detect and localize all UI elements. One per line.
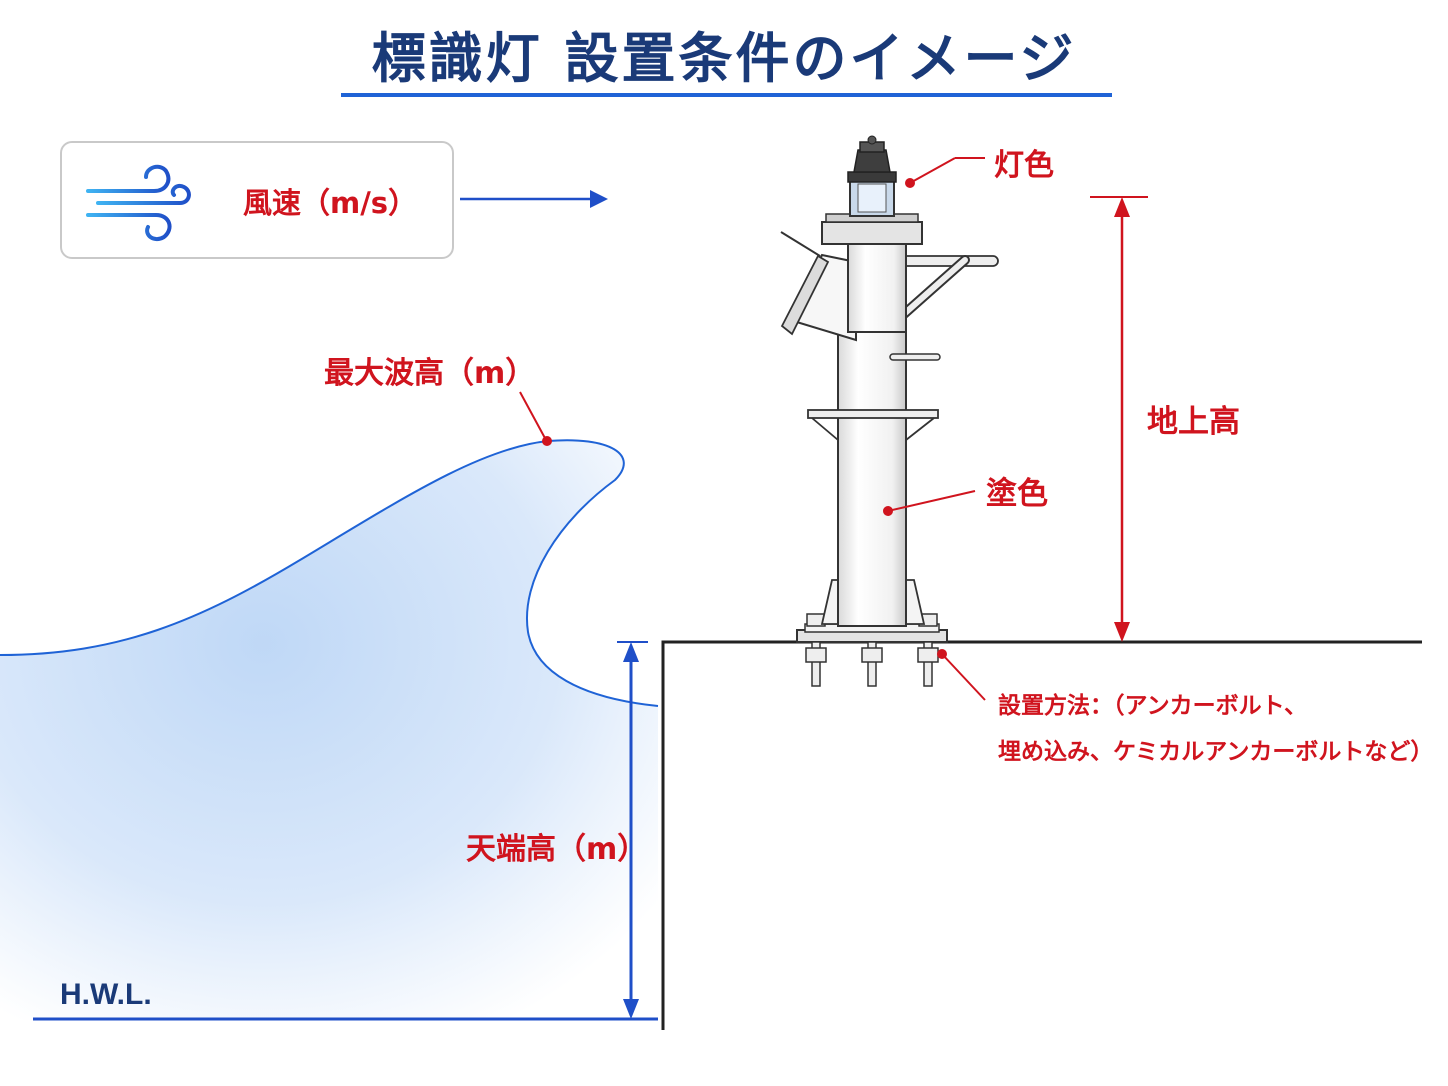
wind-icon [86,164,191,242]
crest-height-label: 天端高（m） [466,832,648,867]
ground-height-label: 地上高 [1147,404,1240,440]
install-method-leader [937,649,986,701]
paint-color-label: 塗色 [986,476,1048,512]
wave-water [0,440,658,1020]
max-wave-height-label: 最大波高（m） [324,356,536,391]
max-wave-leader [519,391,552,446]
wind-arrow [460,190,608,208]
lamp-color-label: 灯色 [994,148,1054,183]
hwl-label: H.W.L. [60,978,152,1011]
install-method-label-line2: 埋め込み、ケミカルアンカーボルトなど） [998,739,1434,765]
ground-height-dimension [1090,196,1148,642]
install-method-label-line1: 設置方法：（アンカーボルト、 [998,693,1308,719]
wind-speed-label: 風速（m/s） [243,186,418,220]
lamp-color-leader [905,157,985,188]
title-underline [341,93,1112,97]
beacon-tower [780,135,999,687]
paint-color-leader [883,490,976,516]
crest-height-dimension [617,641,648,1019]
wind-speed-box [60,141,454,259]
quay-outline [661,640,1422,1030]
wave-outline [0,439,659,707]
page-title: 標識灯 設置条件のイメージ [371,27,1077,90]
